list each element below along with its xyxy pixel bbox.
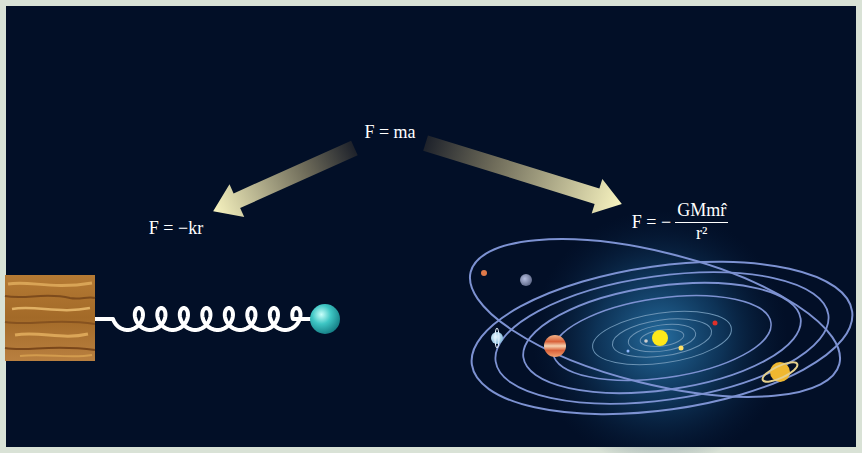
orbit	[548, 283, 777, 393]
gradient-arrow	[423, 135, 622, 213]
planet	[760, 359, 800, 386]
equation-text: F = −kr	[149, 218, 203, 239]
wood-grain	[12, 308, 90, 310]
wood-grain	[8, 283, 92, 286]
planet-ring	[760, 359, 800, 386]
sun	[652, 330, 668, 346]
planet	[627, 350, 630, 353]
equation-text: F = ma	[364, 122, 415, 143]
planet-body	[491, 332, 503, 344]
planet-ring	[495, 328, 499, 348]
gradient-arrow	[213, 141, 358, 217]
equation-text: GMmr̂	[675, 201, 728, 223]
planet	[544, 335, 566, 357]
mass-ball	[310, 304, 340, 334]
solar-system	[455, 208, 862, 453]
sun-glow	[532, 210, 788, 453]
orbit	[487, 253, 837, 423]
equation: F = −GMmr̂r²	[628, 199, 732, 246]
planet	[520, 274, 532, 286]
wood-grain	[15, 334, 88, 336]
orbit	[639, 327, 685, 349]
orbit	[589, 304, 735, 373]
planet	[491, 328, 503, 348]
wood-grain	[5, 322, 95, 324]
wood-block	[5, 275, 95, 361]
wood-grain	[5, 296, 95, 299]
fraction: GMmr̂r²	[675, 201, 728, 244]
spring	[95, 308, 312, 330]
wood-block-face	[5, 275, 95, 361]
equation: F = −kr	[145, 216, 207, 241]
wood-grain	[5, 348, 95, 350]
planet	[679, 346, 684, 351]
equation: F = ma	[360, 120, 419, 145]
equation-text: F = −	[632, 212, 671, 233]
planet	[713, 321, 718, 326]
orbits	[462, 240, 862, 436]
orbit	[455, 208, 856, 428]
planet	[481, 270, 487, 276]
wood-grain	[20, 355, 92, 356]
equation-text: r²	[694, 223, 709, 244]
planet	[644, 339, 648, 343]
orbit	[462, 240, 862, 436]
